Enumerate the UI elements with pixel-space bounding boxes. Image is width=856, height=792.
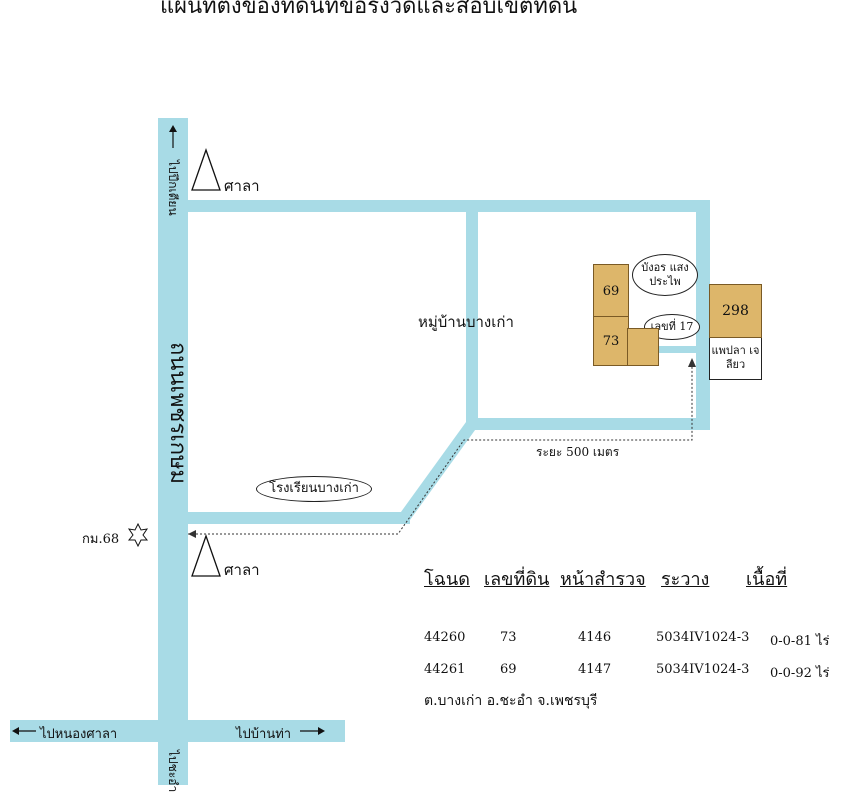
sala-top-label: ศาลา [224, 177, 260, 195]
road-top [188, 200, 710, 212]
road-middle [466, 212, 478, 430]
road-lower [188, 512, 410, 524]
km-post-icon [127, 522, 149, 548]
sala-bottom-icon [191, 534, 221, 577]
road-inner-bottom [466, 418, 710, 430]
km-post-label: กม.68 [82, 532, 120, 547]
road-right [696, 200, 710, 430]
table-cell: 44261 [424, 662, 466, 677]
table-cell: 0-0-81 ไร่ [770, 634, 830, 649]
road-label-south: ไปชะอำ [166, 750, 180, 792]
table-cell: 4147 [578, 662, 612, 677]
road-label-west: ไปหนองศาลา [40, 727, 118, 742]
table-cell: 69 [500, 662, 517, 677]
school-label: โรงเรียนบางเก่า [256, 476, 372, 502]
neighbor-label: บังอร แสงประไพ [632, 254, 698, 296]
route-arrow-north [688, 358, 696, 367]
distance-label: ระยะ 500 เมตร [536, 445, 620, 459]
col-header-survey-page: หน้าสำรวจ [560, 569, 646, 590]
plot-298: 298 [709, 284, 762, 338]
table-cell: 0-0-92 ไร่ [770, 666, 830, 681]
table-cell: 4146 [578, 630, 612, 645]
col-header-land-no: เลขที่ดิน [484, 569, 550, 590]
main-road [158, 118, 188, 785]
plot-73-extension [627, 328, 659, 366]
map-title: แผนที่ตั้งของที่ดินที่ขอรังวัดและสอบเขตท… [160, 0, 578, 19]
road-label-east: ไปบ้านท่า [236, 727, 292, 742]
road-label-north: ไปปึกเตียน [166, 160, 180, 216]
table-cell: 44260 [424, 630, 466, 645]
main-road-label: ถนนเพชรเกษม [165, 342, 190, 485]
plot-73: 73 [593, 316, 629, 366]
village-label: หมู่บ้านบางเก่า [418, 313, 514, 331]
table-cell: 5034IV1024-3 [656, 630, 750, 645]
route-dotted-line [188, 362, 693, 535]
road-diagonal [399, 420, 477, 522]
route-arrow-west [188, 530, 196, 538]
col-header-sheet: ระวาง [661, 569, 710, 590]
col-header-area: เนื้อที่ [746, 569, 788, 590]
road-spur [650, 346, 696, 353]
col-header-deed: โฉนด [424, 569, 470, 590]
sala-top-icon [191, 148, 221, 191]
plot-69: 69 [593, 264, 629, 318]
shop-label: แพปลา เจลียว [709, 336, 762, 380]
table-cell: 5034IV1024-3 [656, 662, 750, 677]
side-road-bottom [10, 720, 345, 742]
table-cell: 73 [500, 630, 517, 645]
location-label: ต.บางเก่า อ.ชะอำ จ.เพชรบุรี [424, 693, 598, 709]
sala-bottom-label: ศาลา [224, 561, 260, 579]
